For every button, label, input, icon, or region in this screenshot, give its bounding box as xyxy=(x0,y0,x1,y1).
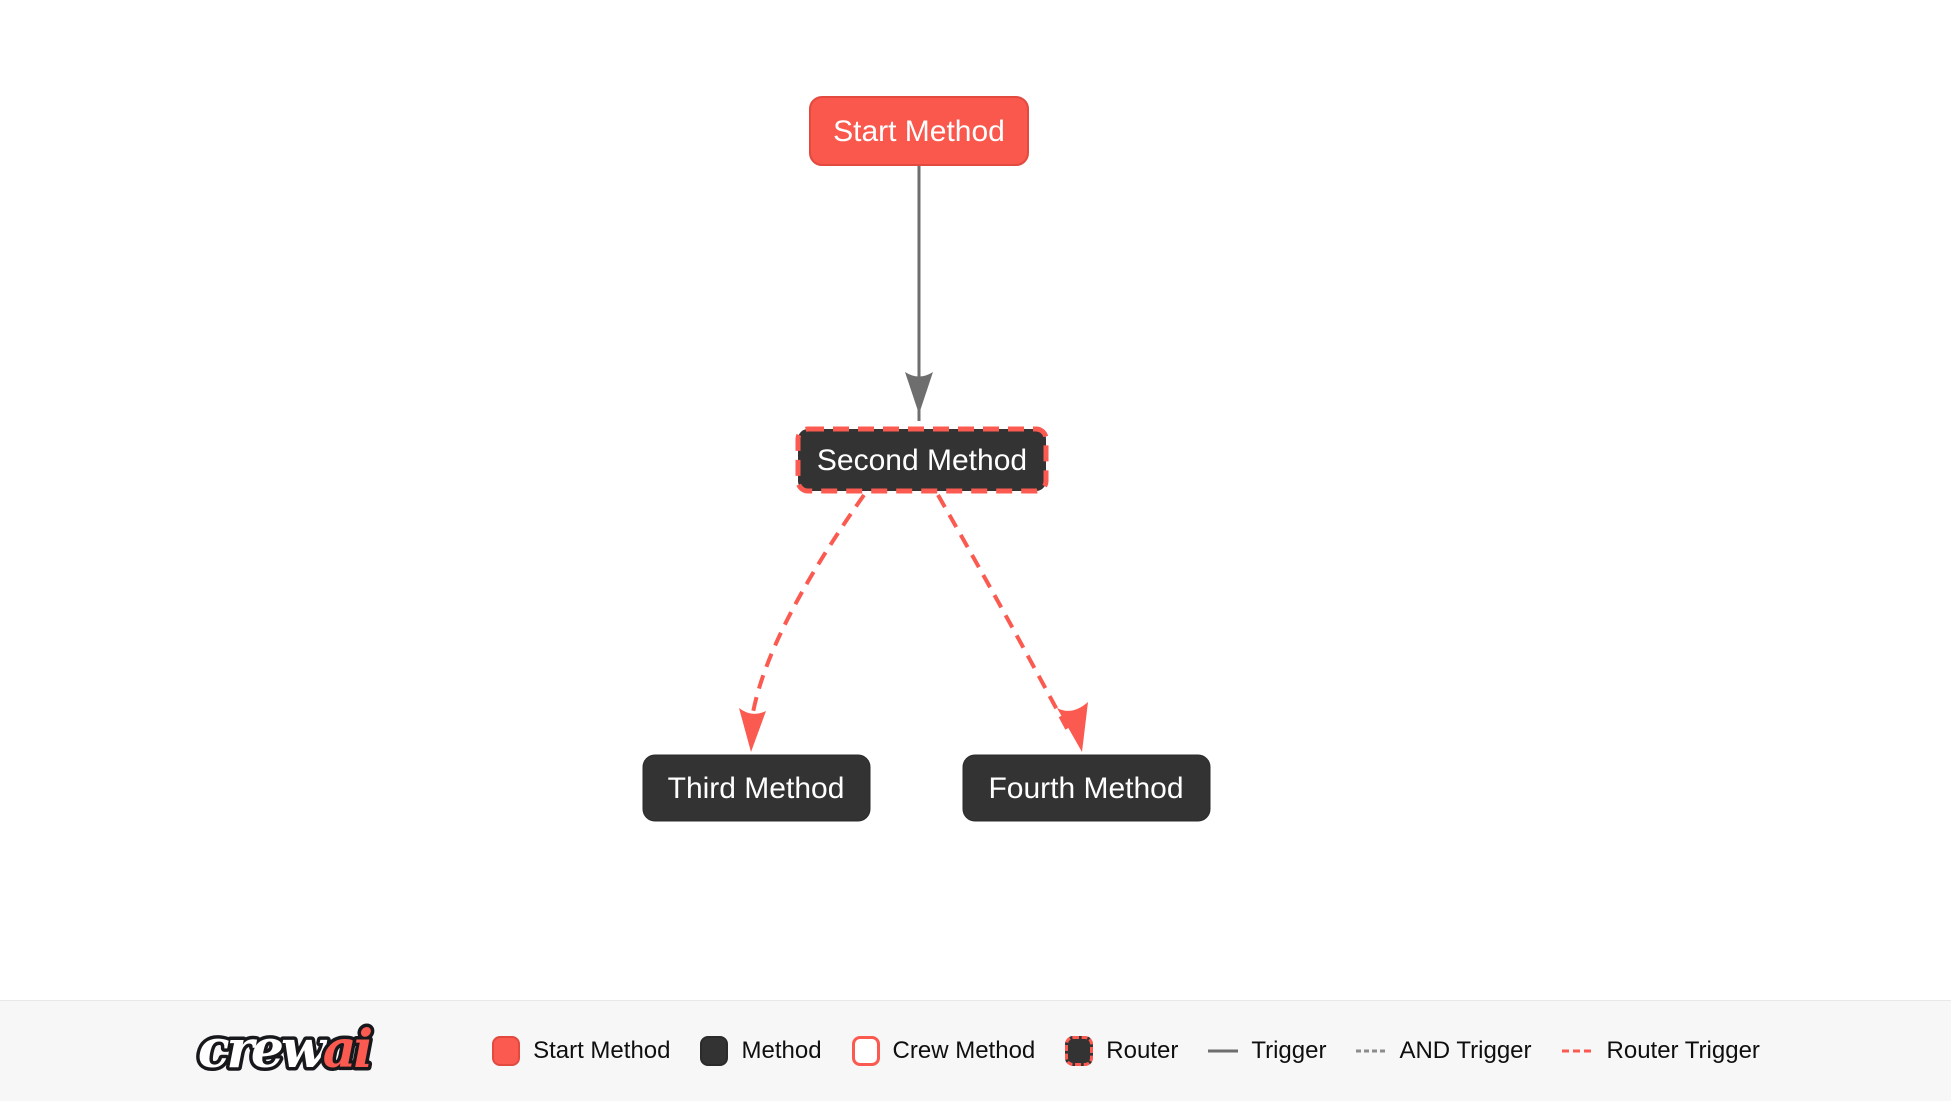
node-label: Start Method xyxy=(833,115,1005,148)
router-trigger-arrowhead-icon xyxy=(739,708,766,752)
crewai-logo: crewai xyxy=(194,1016,377,1084)
router-node-swatch-icon xyxy=(1065,1036,1094,1066)
flow-canvas[interactable]: Start Method Second Method Third Method … xyxy=(0,0,1951,1000)
legend-item-and-trigger: AND Trigger xyxy=(1356,1037,1532,1065)
legend-item-start-method: Start Method xyxy=(492,1036,670,1066)
legend-item-router: Router xyxy=(1065,1036,1178,1066)
node-second-method-router[interactable]: Second Method xyxy=(795,426,1049,494)
method-box[interactable] xyxy=(962,754,1211,822)
start-node-swatch-icon xyxy=(492,1036,521,1066)
legend-item-method: Method xyxy=(700,1036,822,1066)
router-trigger-arrowhead-icon xyxy=(1057,702,1088,752)
node-start-method[interactable]: Start Method xyxy=(809,96,1029,166)
router-trigger-curve xyxy=(750,493,866,719)
legend-label: Start Method xyxy=(533,1037,671,1064)
method-box[interactable] xyxy=(642,754,871,822)
router-box[interactable] xyxy=(795,426,1049,494)
flow-diagram: Start Method Second Method Third Method … xyxy=(642,96,1211,822)
edge-router-trigger-second-to-third[interactable] xyxy=(739,493,866,752)
edge-trigger-start-to-second[interactable] xyxy=(905,165,933,421)
edge-router-trigger-second-to-fourth[interactable] xyxy=(936,494,1088,752)
legend-bar: crewai Start Method Method Crew Method R… xyxy=(0,1000,1951,1101)
method-node-swatch-icon xyxy=(700,1036,729,1066)
logo-text-ai: ai xyxy=(323,1019,372,1080)
legend-label: Router xyxy=(1106,1037,1179,1064)
start-method-box[interactable] xyxy=(809,96,1029,166)
crew-node-swatch-icon xyxy=(851,1036,880,1066)
trigger-line-swatch-icon xyxy=(1208,1049,1239,1053)
router-trigger-curve xyxy=(936,494,1073,737)
node-label: Fourth Method xyxy=(988,772,1183,805)
and-trigger-line-swatch-icon xyxy=(1356,1049,1387,1053)
legend-label: Router Trigger xyxy=(1606,1037,1760,1064)
legend-label: Crew Method xyxy=(892,1037,1036,1064)
legend-label: AND Trigger xyxy=(1399,1037,1532,1064)
legend-label: Trigger xyxy=(1251,1037,1327,1064)
trigger-arrowhead-icon xyxy=(905,372,933,414)
svg-text:crewai: crewai xyxy=(198,1019,372,1080)
legend-item-trigger: Trigger xyxy=(1208,1037,1326,1065)
logo-text-crew: crew xyxy=(198,1019,328,1080)
node-label: Third Method xyxy=(668,772,845,805)
node-fourth-method[interactable]: Fourth Method xyxy=(962,754,1211,822)
legend-item-crew-method: Crew Method xyxy=(851,1036,1036,1066)
node-third-method[interactable]: Third Method xyxy=(642,754,871,822)
node-label: Second Method xyxy=(817,444,1027,477)
legend-item-router-trigger: Router Trigger xyxy=(1561,1037,1760,1065)
router-trigger-line-swatch-icon xyxy=(1561,1049,1594,1053)
legend-label: Method xyxy=(741,1037,822,1064)
